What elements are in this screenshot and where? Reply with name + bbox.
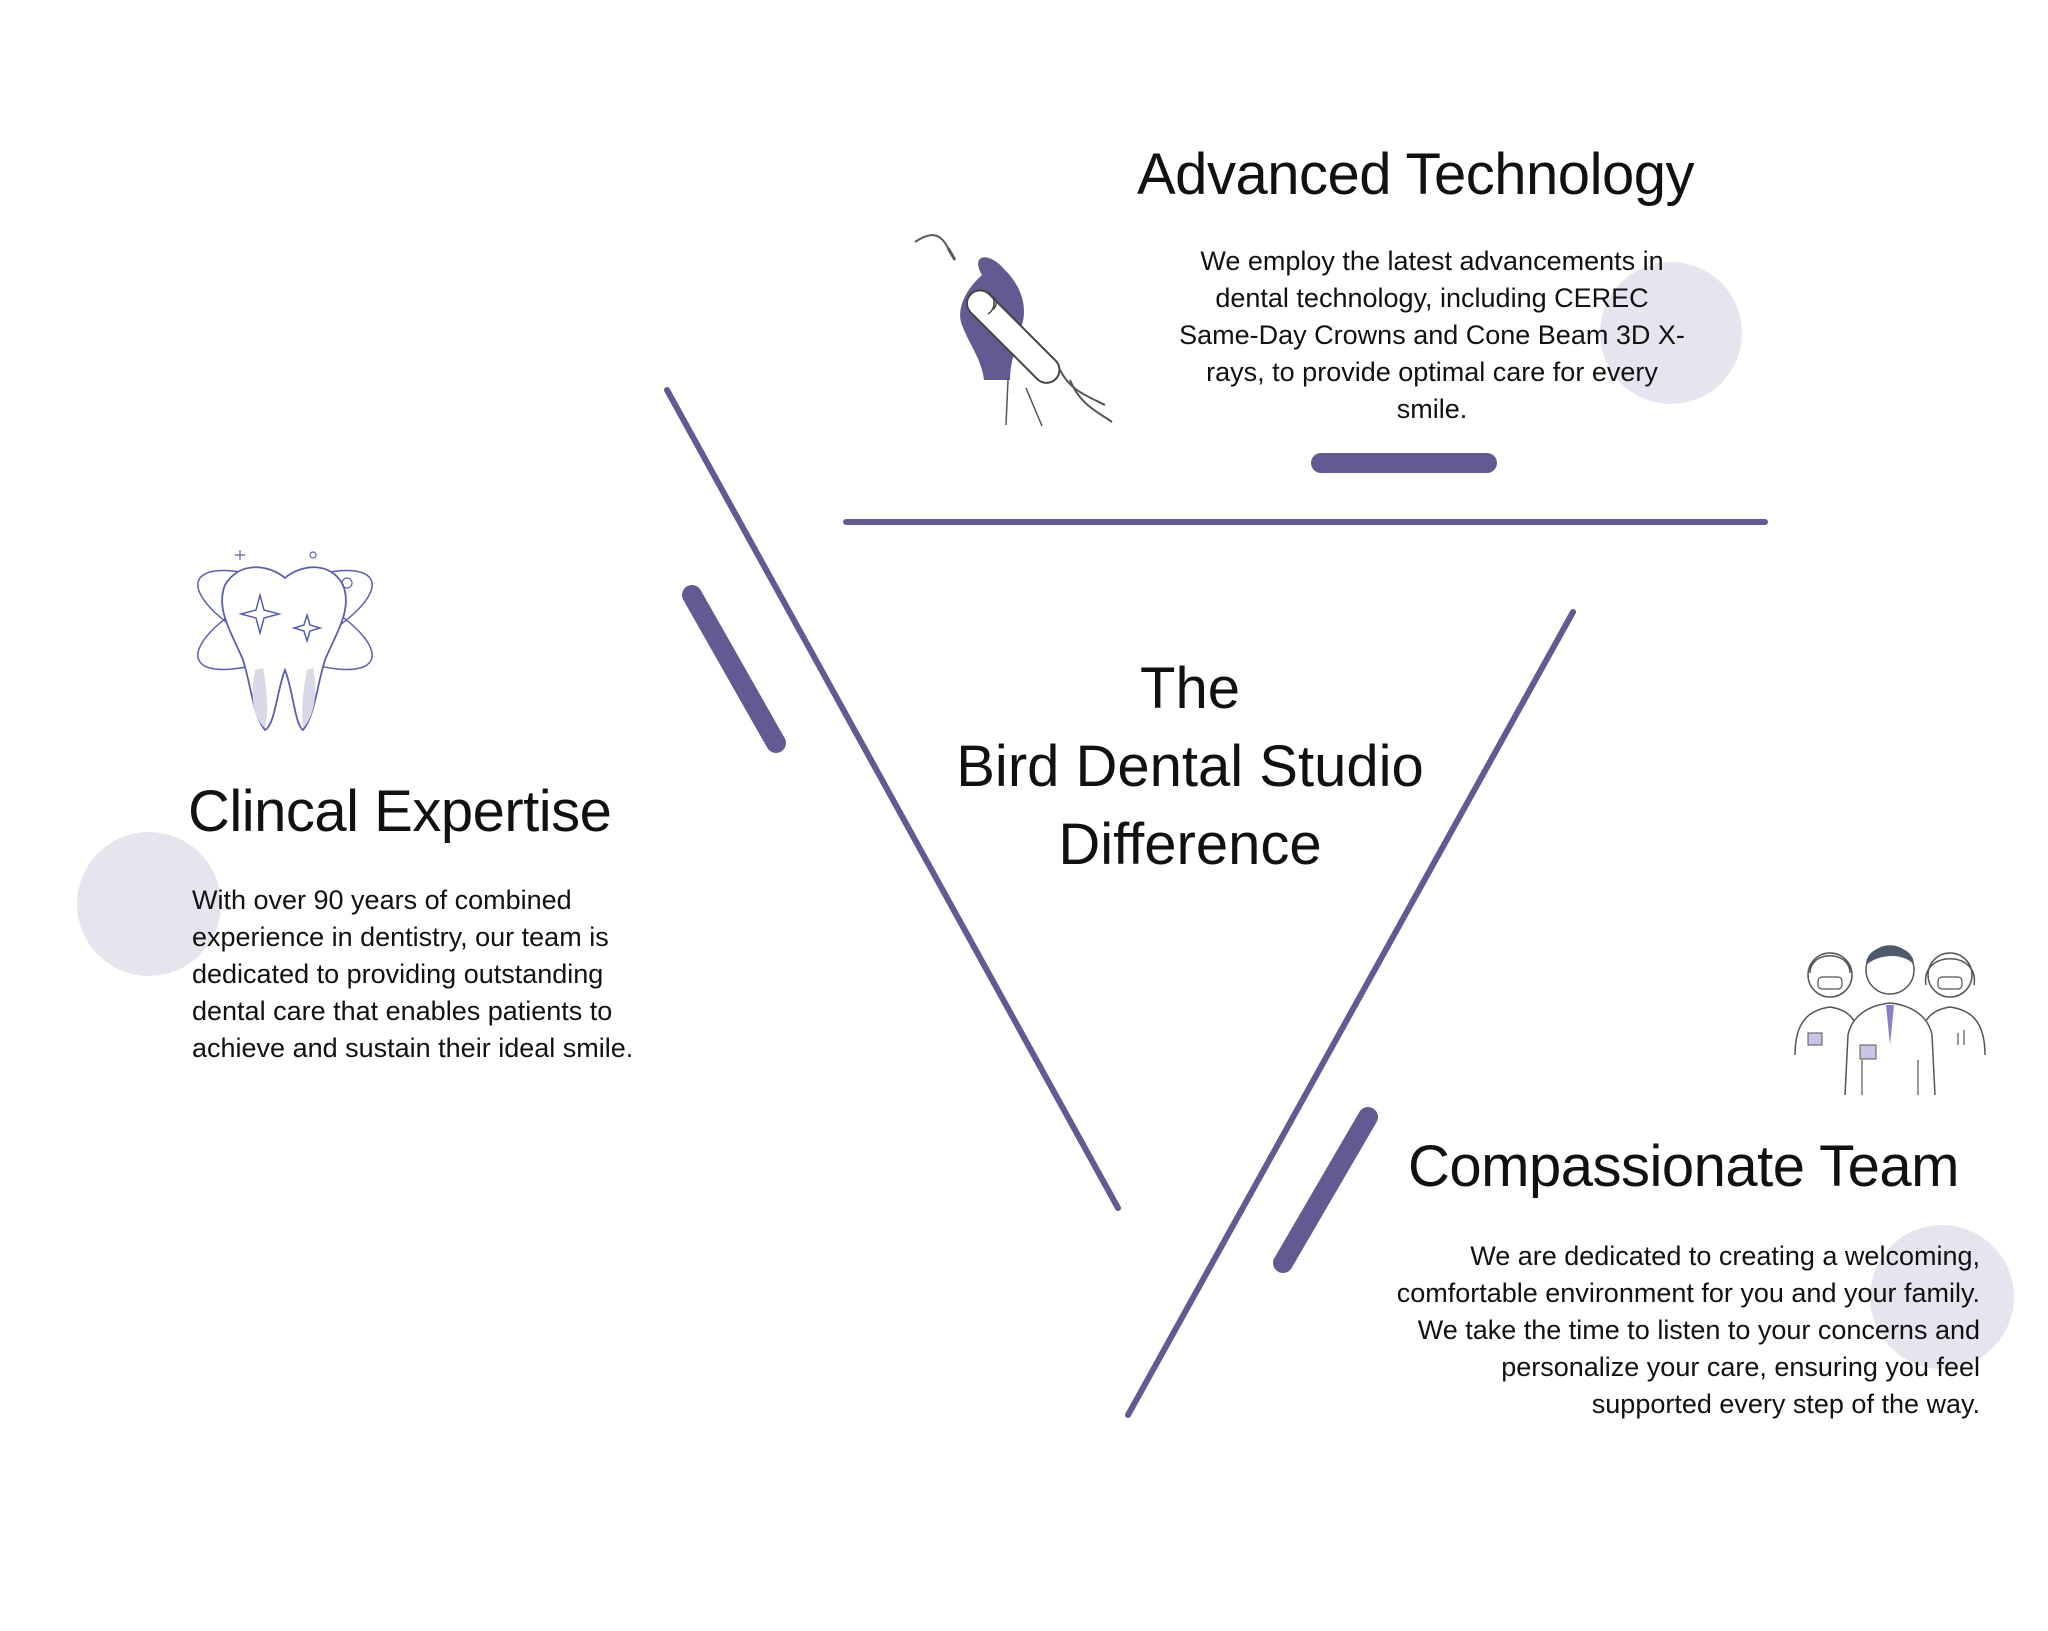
decor-circle-compassionate [1870, 1225, 2014, 1369]
clinical-expertise-text: With over 90 years of combined experienc… [192, 885, 634, 1063]
center-title-line-3: Difference [1058, 812, 1322, 877]
advanced-technology-text: We employ the latest advancements in den… [1179, 246, 1685, 424]
decor-circle-clinical [77, 832, 221, 976]
dental-team-icon [1794, 945, 1986, 1096]
center-title-line-2: Bird Dental Studio [956, 734, 1424, 799]
triangle-left-line [664, 387, 1121, 1211]
triangle-right-line [1125, 609, 1576, 1418]
compassionate-team-title: Compassionate Team [1408, 1134, 1959, 1199]
tooth-icon [197, 550, 373, 732]
clinical-expertise-title: Clincal Expertise [188, 779, 612, 844]
accent-bar-left [682, 585, 786, 753]
compassionate-team-text: We are dedicated to creating a welcoming… [1396, 1241, 1980, 1419]
dental-scanner-icon [914, 234, 1113, 427]
advanced-technology-title: Advanced Technology [1137, 142, 1694, 207]
center-title: The Bird Dental Studio Difference [880, 650, 1500, 884]
decor-circle-advanced [1600, 262, 1742, 404]
center-title-line-1: The [1140, 656, 1240, 721]
accent-bar-right [1273, 1107, 1378, 1273]
